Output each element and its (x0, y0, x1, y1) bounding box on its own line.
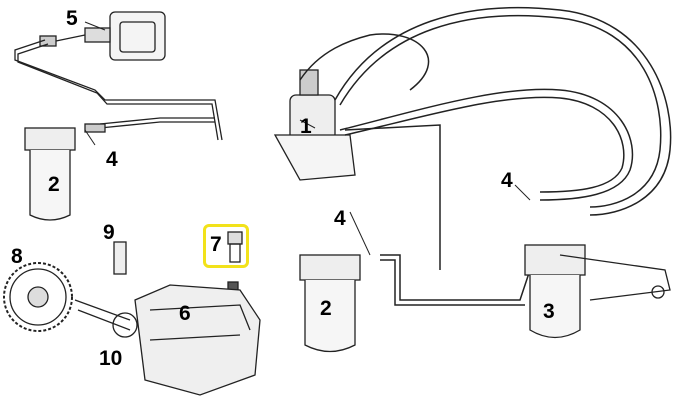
callout-7: 7 (210, 233, 222, 256)
leader-lines (84, 21, 531, 256)
component-5-solenoid (39, 11, 166, 61)
callout-2: 2 (48, 173, 60, 196)
component-2-filter-right (299, 254, 361, 353)
component-8-gear (3, 262, 73, 332)
callout-6: 6 (179, 302, 191, 325)
callout-9: 9 (103, 221, 115, 244)
callout-3: 3 (543, 300, 555, 323)
component-3-water-separator (524, 244, 671, 339)
fuel-hoses (299, 6, 672, 306)
callout-5: 5 (66, 7, 78, 30)
callout-4-middle: 4 (334, 207, 346, 230)
fuel-pipe-top-left (14, 39, 223, 141)
callout-4: 4 (106, 148, 118, 171)
component-6-injection-pump (74, 284, 261, 396)
component-2-filter-left (24, 123, 106, 221)
callout-2-right: 2 (320, 297, 332, 320)
callout-1: 1 (300, 115, 312, 138)
callout-4-right: 4 (501, 169, 513, 192)
highlight-box-component-7 (203, 224, 249, 268)
callout-10: 10 (99, 347, 123, 370)
component-1-feed-pump (273, 69, 356, 181)
callout-8: 8 (11, 245, 23, 268)
component-9-fitting (113, 241, 127, 275)
